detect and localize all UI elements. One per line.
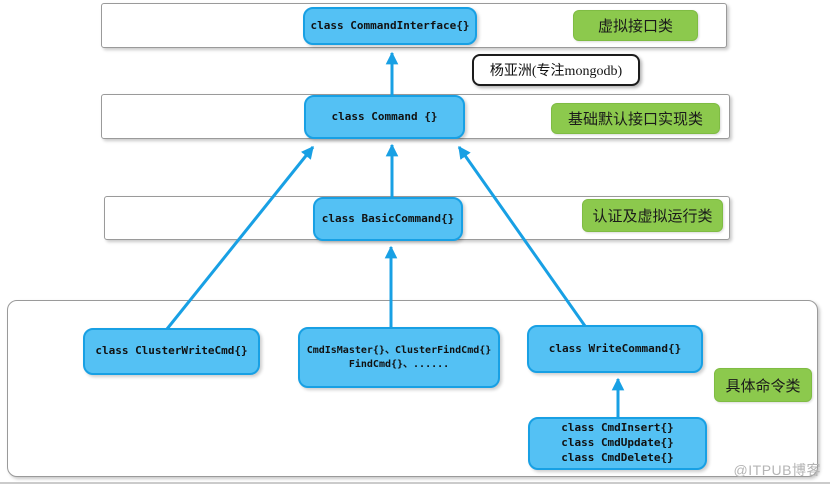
category-label-virtual-interface: 虚拟接口类 xyxy=(573,10,698,41)
class-box-basiccommand-text: class BasicCommand{} xyxy=(321,211,455,225)
crud-line3: class CmdDelete{} xyxy=(561,450,674,464)
class-box-writecommand-text: class WriteCommand{} xyxy=(548,341,682,355)
category-label-auth-virtual-run-text: 认证及虚拟运行类 xyxy=(592,208,713,225)
cmd-collection-line1: CmdIsMaster{}、ClusterFindCmd{} xyxy=(306,345,492,356)
class-box-clusterwritecmd-text: class ClusterWriteCmd{} xyxy=(95,344,248,358)
cmd-collection-line2: FindCmd{}、...... xyxy=(348,358,450,370)
class-box-command: class Command {} xyxy=(304,95,465,139)
category-label-concrete-commands: 具体命令类 xyxy=(714,368,812,402)
crud-line2: class CmdUpdate{} xyxy=(561,436,674,450)
class-box-writecommand: class WriteCommand{} xyxy=(527,325,703,373)
class-box-cmd-collection: CmdIsMaster{}、ClusterFindCmd{} FindCmd{}… xyxy=(298,327,500,388)
itpub-watermark: @ITPUB博客 xyxy=(733,462,821,478)
bottom-edge-divider xyxy=(0,482,830,484)
category-label-virtual-interface-text: 虚拟接口类 xyxy=(597,18,673,35)
category-label-auth-virtual-run: 认证及虚拟运行类 xyxy=(582,199,723,232)
class-box-crud-commands: class CmdInsert{} class CmdUpdate{} clas… xyxy=(528,417,707,470)
category-label-base-implementation-text: 基础默认接口实现类 xyxy=(567,111,703,128)
class-box-basiccommand: class BasicCommand{} xyxy=(313,197,463,241)
category-label-concrete-commands-text: 具体命令类 xyxy=(725,377,801,395)
class-box-command-text: class Command {} xyxy=(331,109,438,123)
class-box-clusterwritecmd: class ClusterWriteCmd{} xyxy=(83,328,260,375)
class-box-commandinterface-text: class CommandInterface{} xyxy=(310,18,470,32)
author-note-text: 杨亚洲(专注mongodb) xyxy=(489,64,623,79)
crud-line1: class CmdInsert{} xyxy=(561,421,674,435)
author-note: 杨亚洲(专注mongodb) xyxy=(472,54,640,86)
category-label-base-implementation: 基础默认接口实现类 xyxy=(551,103,720,134)
class-box-commandinterface: class CommandInterface{} xyxy=(303,7,477,45)
